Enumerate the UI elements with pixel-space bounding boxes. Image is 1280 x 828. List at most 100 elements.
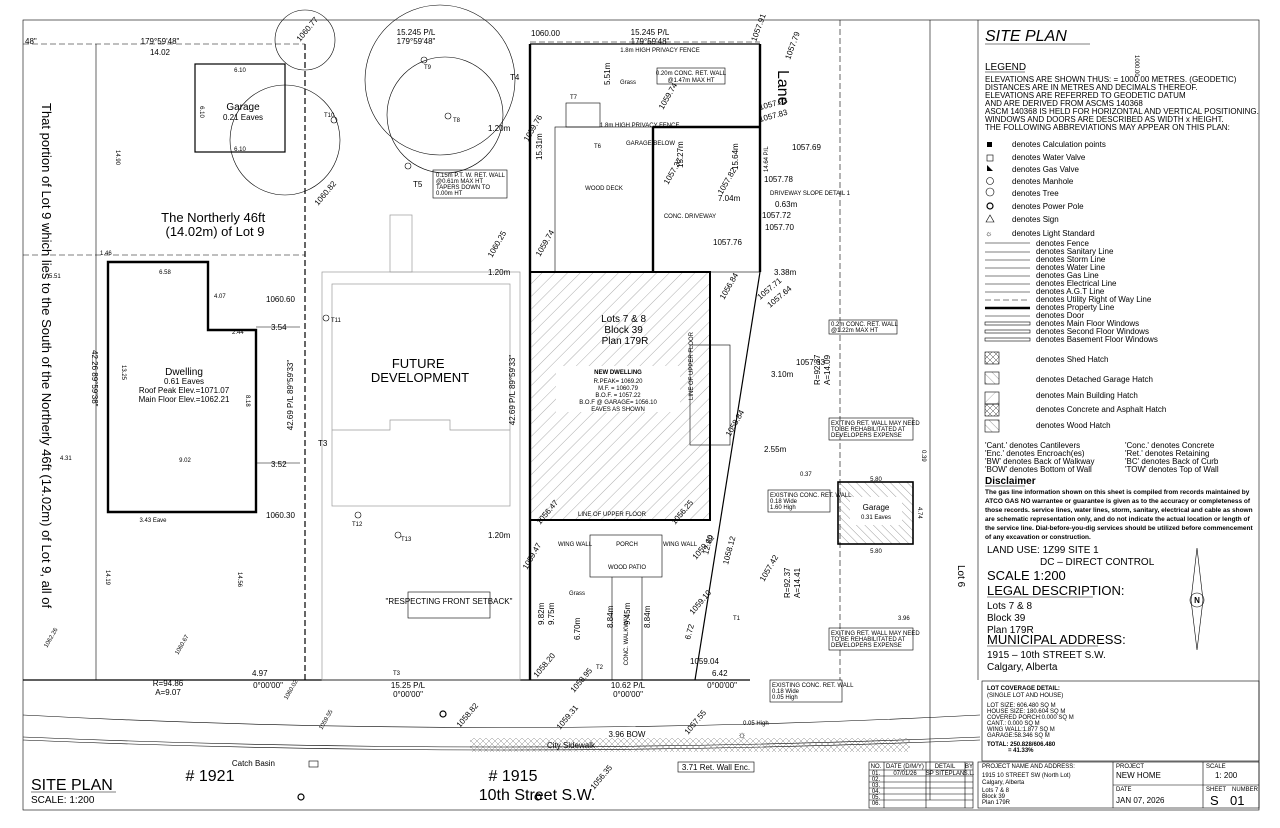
bottom-right-pl: 10.62 P/L [611,681,646,690]
dim-146: 1.46 [100,251,112,257]
future-development-outline [321,271,521,681]
respecting-box [407,591,491,619]
abbr-3a: 'BW' denotes Back of Walkway [985,457,1094,466]
garage-below: GARAGE BELOW [626,141,675,147]
legend-item-14: denotes Electrical Line [1036,279,1117,288]
dim-580a: 5.80 [870,477,882,483]
dwelling-roof-peak: Roof Peak Elev.=1071.07 [139,386,230,395]
elev-1060-60: 1060.60 [266,295,295,304]
conc-ret-wall-ht: @1.47m MAX HT [667,78,714,84]
legend-item-15: denotes A.G.T Line [1036,287,1105,296]
second-floor-windows-icon [984,329,1031,334]
porch [589,534,663,578]
elev-1060-82: 1060.82 [313,179,339,207]
legend-item-1: denotes Calculation points [1012,140,1106,149]
legend-symbols: ☼ [985,142,995,238]
tree-t3: T3 [318,439,328,448]
catch-basin: Catch Basin [232,759,275,768]
concrete-hatch-icon [984,403,1000,417]
power-pole-icon [986,202,994,210]
dim-037: 0.37 [800,472,812,478]
new-dwelling-line-5: EAVES AS SHOWN [591,407,645,413]
number-value: 01 [1230,793,1244,808]
legend-intro-4: AND ARE DERIVED FROM ASCMS 140368 [985,99,1143,108]
scale-box-label: SCALE [1206,764,1226,770]
lots-label: Lots 7 & 8 Block 39 Plan 179R [601,314,649,347]
power-pole-icon-2 [439,710,447,718]
project-block: PROJECT NAME AND ADDRESS: 1915 10 STREET… [977,761,1260,809]
pt-ret-wall-3: TAPERS DOWN TO [436,185,490,191]
dim-818: 8.18 [244,395,250,407]
garage-driveway-area [652,126,761,273]
future-dev-building [331,283,511,507]
abbr-3b: 'BC' denotes Back of Curb [1125,457,1219,466]
tree-t8: T8 [453,118,461,124]
side-pl-mid: 42.69 P/L 89°59'33" [508,355,517,426]
tree-t13: T13 [401,537,412,543]
hatch-item-3: denotes Main Building Hatch [1036,391,1138,400]
pt-ret-wall-2: @0.61m MAX HT [436,179,483,185]
scale-label: SCALE 1:200 [987,568,1066,583]
legend-item-19: denotes Main Floor Windows [1036,319,1139,328]
legend-item-11: denotes Storm Line [1036,255,1106,264]
legend-item-18: denotes Door [1036,311,1084,320]
conc-ret-wall-box [656,67,726,85]
sheet-title: SITE PLAN [985,28,1067,45]
conc-driveway: CONC. DRIVEWAY [664,214,716,220]
upper-floor-cantilever [689,344,731,446]
dim-672: 6.72 [683,623,696,641]
dim-1419: 14.19 [104,570,110,586]
top-right-pl: 15.245 P/L [631,28,670,37]
wood-patio-label: WOOD PATIO [608,565,646,571]
municipal-2: Calgary, Alberta [987,662,1058,673]
north-arrow-circle [1189,592,1205,608]
dim-580b: 5.80 [870,549,882,555]
coverage-2: HOUSE SIZE: 180.604 SQ M [987,709,1065,715]
dim-658: 6.58 [159,270,171,276]
project-legal-1: Lots 7 & 8 [982,788,1010,794]
elev-1057-42: 1057.42 [758,553,781,583]
tree-t5-icon [404,162,412,170]
dim-610a: 6.10 [234,68,246,74]
coverage-3: COVERED PORCH:0.000 SQ M [987,715,1074,721]
tree-canopy-t9 [364,4,516,156]
new-dwelling-line-2: M.F. = 1060.79 [598,386,639,392]
date-value: JAN 07, 2026 [1116,796,1165,805]
calc-point-icon [987,142,992,147]
project-name-label: PROJECT [1116,764,1144,770]
new-dwelling-text-bg [556,366,680,412]
elev-1059-04: 1059.04 [690,657,719,666]
legend-intro-6: WINDOWS AND DOORS ARE DESCRIBED AS WIDTH… [985,115,1224,124]
tree-t8-icon [444,112,452,120]
project-name: NEW HOME [1116,771,1161,780]
legend-item-13: denotes Gas Line [1036,271,1099,280]
edge-left: 48" [25,37,37,46]
elev-1060-30: 1060.30 [266,511,295,520]
tree-t2: T2 [596,665,604,671]
line-upper-floor-side: LINE OF UPPER FLOOR [689,331,695,400]
dim-474: 4.74 [916,507,922,519]
existing-wall-box-4 [769,679,843,703]
existing-wall-1c: DEVELOPERS EXPENSE [831,433,902,439]
number-label: NUMBER [1232,787,1259,793]
rev-row4-no: 04. [872,789,881,795]
right-garage-eaves: 0.31 Eaves [861,515,891,521]
tree-canopy-t5 [229,84,341,196]
abbr-2b: 'Ret.' denotes Retaining [1125,449,1209,458]
hatch-item-4: denotes Concrete and Asphalt Hatch [1036,405,1166,414]
legend-item-17: denotes Property Line [1036,303,1115,312]
future-dev-stairs [389,214,413,273]
main-floor-windows-icon [984,321,1031,326]
light-standard-legend-icon: ☼ [985,229,992,238]
project-label: PROJECT NAME AND ADDRESS: [982,764,1075,770]
rev-header-detail: DETAIL [935,764,956,770]
elev-1057-63: 1057.63 [796,358,825,367]
right-ret-wall-box [828,319,898,335]
ret-wall-enc: 3.71 Ret. Wall Enc. [682,763,750,772]
abbr-4a: 'BOW' denotes Bottom of Wall [985,465,1092,474]
coverage-pct: = 41.33% [1008,748,1034,754]
garage-hatch-icon [984,371,1000,385]
abbr-2a: 'Enc.' denotes Encroach(es) [985,449,1085,458]
